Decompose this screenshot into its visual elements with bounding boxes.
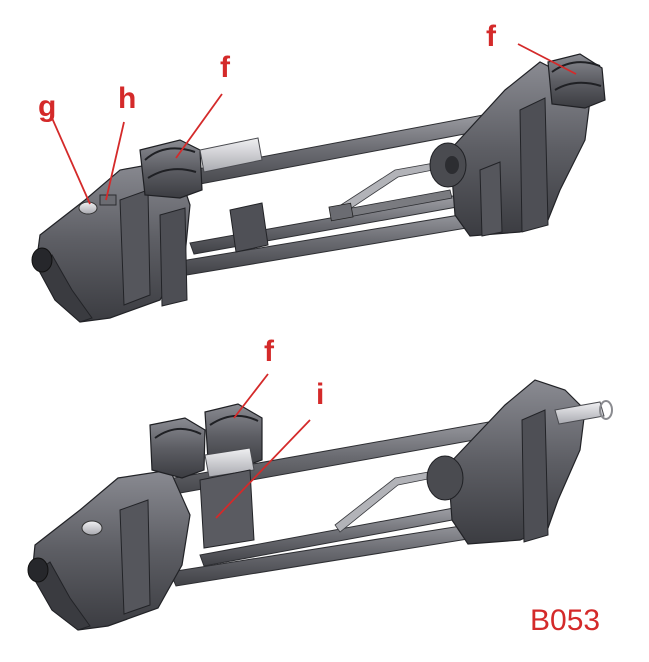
right-pin-sleeve — [554, 401, 605, 425]
leader-f-left — [175, 93, 223, 159]
leader-h — [105, 121, 125, 201]
left-end-face-b — [31, 561, 91, 631]
pin-g — [78, 201, 98, 215]
right-side-plate-b — [521, 409, 549, 543]
right-disc-b — [426, 455, 464, 501]
leader-g — [51, 117, 91, 205]
side-plate-left-2 — [159, 207, 188, 307]
left-end-face — [35, 254, 93, 323]
bottom-assembly — [27, 379, 613, 631]
inner-plate-i — [199, 469, 255, 549]
callout-g-label: g — [38, 90, 56, 123]
leader-i — [215, 419, 311, 519]
callout-f-right-label: f — [486, 20, 497, 53]
callout-f-left-label: f — [220, 51, 231, 84]
hook-clamp-left — [139, 139, 203, 199]
spring — [328, 202, 354, 222]
spacer-sleeve-b — [204, 447, 255, 478]
side-plate-left — [119, 189, 151, 306]
right-side-plate — [519, 97, 549, 233]
spacer-sleeve — [199, 137, 263, 173]
right-disc-hub — [445, 156, 459, 174]
latch-h — [99, 194, 117, 206]
leader-f-bottom — [233, 373, 269, 419]
callout-f-bottom-label: f — [264, 335, 275, 368]
hook-clamp-right — [547, 53, 606, 109]
left-pivot-hole — [31, 247, 53, 273]
bottom-callouts: f i — [215, 335, 324, 519]
right-end-frame-b — [447, 379, 586, 545]
right-pin-ring — [599, 400, 613, 420]
callout-i-label: i — [316, 378, 324, 411]
leader-f-right — [517, 43, 577, 75]
figure-code: B053 — [530, 604, 600, 637]
callout-h-label: h — [118, 82, 136, 115]
right-side-plate-2 — [479, 161, 503, 237]
side-plate-b — [119, 499, 151, 615]
hook-clamp-raised-1 — [149, 417, 206, 479]
top-assembly — [31, 53, 606, 323]
pin-b — [81, 520, 103, 536]
small-bracket — [229, 202, 269, 253]
left-pivot-hole-b — [27, 557, 49, 583]
top-callouts: g h f f — [38, 20, 577, 205]
